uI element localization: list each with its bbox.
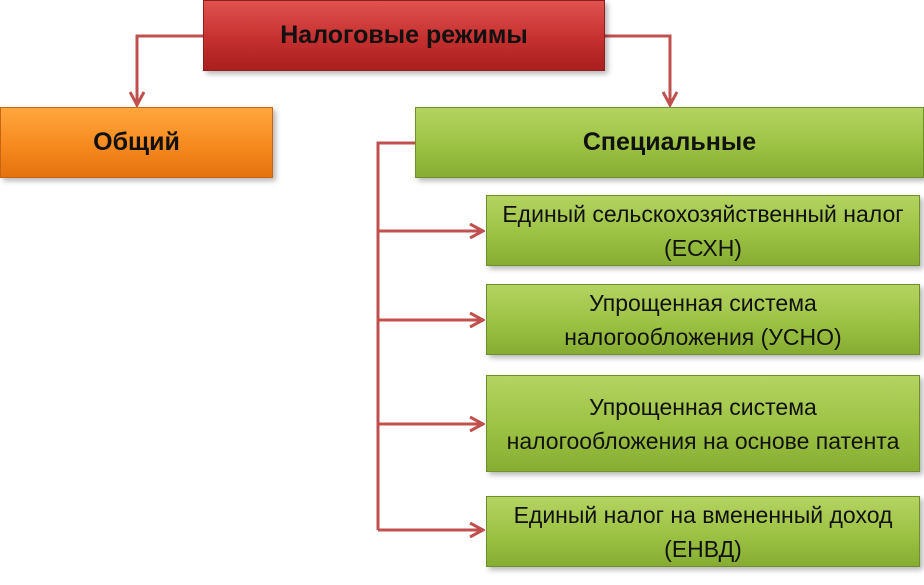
node-general-regime: Общий — [0, 107, 273, 178]
special-trunk-line — [376, 141, 415, 530]
special-node-label: Специальные — [582, 128, 757, 156]
node-usno: Упрощенная система налогообложения (УСНО… — [486, 284, 920, 355]
node-usno-patent: Упрощенная система налогообложения на ос… — [486, 375, 920, 472]
envd-label: Единый налог на вмененный доход (ЕНВД) — [513, 501, 893, 562]
general-node-label: Общий — [93, 128, 180, 156]
arrow-root-to-general — [137, 34, 203, 104]
arrow-root-to-special — [605, 34, 670, 104]
usno-label: Упрощенная система налогообложения (УСНО… — [564, 289, 842, 350]
root-node-label: Налоговые режимы — [280, 21, 528, 49]
usno-patent-label: Упрощенная система налогообложения на ос… — [506, 393, 900, 454]
eskhn-label: Единый сельскохозяйственный налог (ЕСХН) — [502, 200, 904, 261]
node-special-regimes: Специальные — [415, 107, 924, 178]
node-envd: Единый налог на вмененный доход (ЕНВД) — [486, 496, 920, 567]
root-node-tax-regimes: Налоговые режимы — [203, 0, 605, 71]
node-eskhn: Единый сельскохозяйственный налог (ЕСХН) — [486, 195, 920, 266]
